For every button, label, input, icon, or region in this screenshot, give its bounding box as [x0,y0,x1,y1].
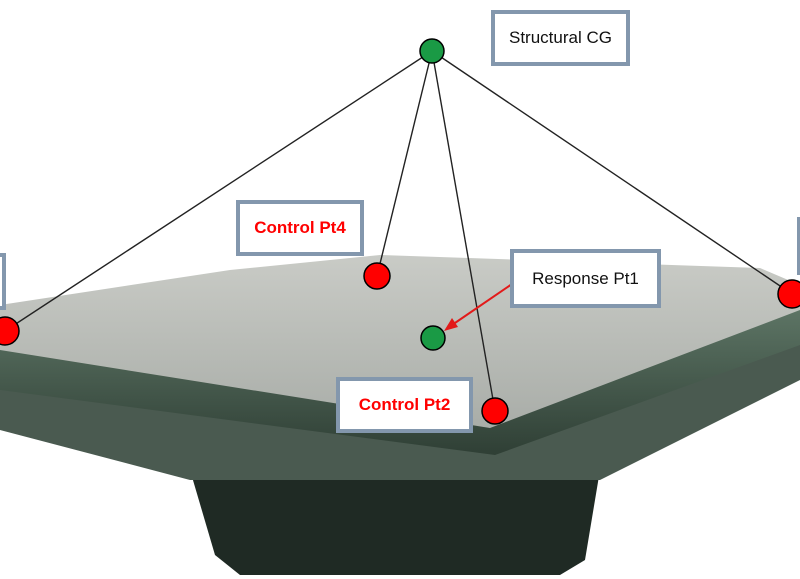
line-cg-left [4,50,433,332]
structural-cg-point [419,38,445,64]
plate-underside [0,330,800,480]
control-point-left [0,316,20,346]
line-cg-pt2 [431,50,496,412]
connector-lines [4,50,793,412]
arrow [444,283,513,331]
label-structural-cg: Structural CG [491,10,630,66]
line-cg-pt4 [376,50,433,277]
control-pt2-point [481,397,509,425]
plate-base [190,470,600,575]
response-pt1-point [420,325,446,351]
label-box-right-partial [797,217,800,275]
control-point-right [777,279,800,309]
label-box-left-partial [0,253,6,310]
label-control-pt4: Control Pt4 [236,200,364,256]
control-pt4-point [363,262,391,290]
label-response-pt1: Response Pt1 [510,249,661,308]
label-control-pt2: Control Pt2 [336,377,473,433]
line-cg-right [431,50,793,295]
